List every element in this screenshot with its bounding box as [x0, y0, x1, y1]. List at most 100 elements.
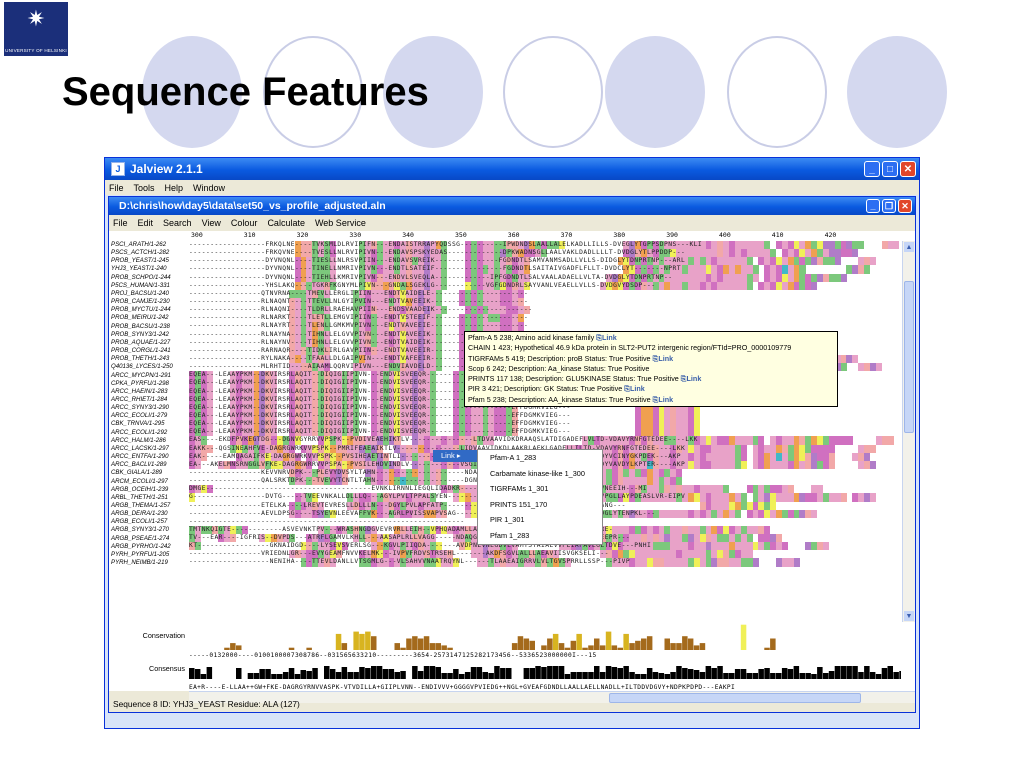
scroll-up-icon[interactable]: ▲ [904, 242, 914, 252]
sequence-id[interactable]: PROB_SCHPO/1-244 [111, 273, 171, 281]
sequence-row[interactable]: -----------------VRIEDNLGR---EVYGEAMFNVV… [189, 550, 901, 559]
sequence-id[interactable]: ARGB_PSEAE/1-274 [111, 534, 170, 542]
sequence-row[interactable]: ------------------FRKQVNE----TVESLLNLRVI… [189, 249, 901, 258]
menu-view[interactable]: View [201, 217, 221, 228]
sequence-row[interactable]: EQEA---LEAAYPKM--DKVIRSRLAQIT--DIQIGIIPI… [189, 428, 901, 437]
sequence-id[interactable]: ARCC_MYCPN/1-291 [111, 371, 171, 379]
sequence-row[interactable]: ------------------YHSLAKQ----TGKRFKGNYML… [189, 281, 901, 290]
menu-file[interactable]: File [109, 182, 124, 193]
sequence-row[interactable]: -----------------RLNAYRT----TLENLLGMKMVP… [189, 322, 901, 331]
sequence-id[interactable]: ARGB_SYNY3/1-270 [111, 526, 169, 534]
sequence-panel[interactable]: ------------------FRKQLNE----TVKSMLDLRVI… [189, 241, 901, 622]
link-submenu-item[interactable]: Pfam-A 1_283 [490, 453, 537, 462]
menu-edit[interactable]: Edit [137, 217, 154, 228]
sequence-id[interactable]: ARCC_HAEIN/1-283 [111, 387, 168, 395]
menu-help[interactable]: Help [164, 182, 184, 193]
sequence-id[interactable]: P5CS_HUMAN/1-331 [111, 281, 170, 289]
sequence-id[interactable]: PROB_MEIRU/1-242 [111, 314, 169, 322]
sequence-id[interactable]: ARCC_ECOLI/1-279 [111, 412, 168, 420]
sequence-id[interactable]: YHJ3_YEAST/1-240 [111, 265, 167, 273]
maximize-button[interactable]: □ [882, 161, 898, 177]
sequence-id[interactable]: PYRH_NEIMB/1-219 [111, 559, 168, 567]
sequence-id[interactable]: PSCI_ARATH/1-262 [111, 241, 167, 248]
sequence-id[interactable]: ARGB_DEIRA/1-230 [111, 510, 168, 518]
sequence-row[interactable]: -----------------KEVVNRVDPK---PLEVYDVSYL… [189, 468, 901, 478]
alignment-minimize-button[interactable]: _ [866, 199, 880, 213]
tooltip-link[interactable]: ⎘Link [652, 353, 674, 363]
link-submenu-item[interactable]: Carbamate kinase-like 1_300 [490, 468, 585, 478]
menu-search[interactable]: Search [163, 217, 192, 228]
sequence-id[interactable]: PROB_SYNY3/1-242 [111, 330, 169, 338]
sequence-id[interactable]: ARCC_ECOLI/1-292 [111, 428, 168, 436]
sequence-id[interactable]: ARCC_BACLI/1-289 [111, 461, 167, 469]
sequence-id[interactable]: ARCC_LACSK/1-297 [111, 444, 169, 452]
minimize-button[interactable]: _ [864, 161, 880, 177]
sequence-id[interactable]: PYRH_PYRFU/1-205 [111, 550, 170, 558]
sequence-row[interactable]: ------------------DYVNQNL----TINELLNMRIV… [189, 265, 901, 274]
sequence-id[interactable]: ARGB_THEMA/1-257 [111, 502, 171, 509]
sequence-row[interactable]: -----------------RLNAQNT----TTEVLLNLGYIP… [189, 297, 901, 307]
sequence-id[interactable]: PROB_CORGL/1-241 [111, 347, 171, 355]
sequence-id[interactable]: CPKA_PYRFU/1-298 [111, 379, 169, 387]
sequence-id[interactable]: ARCC_SYNY3/1-290 [111, 404, 169, 412]
tooltip-link[interactable]: ⎘Link [596, 333, 617, 342]
menu-web-service[interactable]: Web Service [314, 217, 366, 228]
sequence-row[interactable]: EAS----EKDFPVKEGTDG---DGNVGYRRVVPSPK--PV… [189, 436, 901, 445]
alignment-restore-button[interactable]: ❐ [882, 199, 896, 213]
menu-window[interactable]: Window [193, 182, 226, 193]
sequence-id[interactable]: ARBL_THETH/1-251 [111, 493, 168, 501]
menu-tools[interactable]: Tools [133, 182, 155, 193]
sequence-row[interactable]: ------------------DYVNQNL----TIEHLLKMRIV… [189, 273, 901, 282]
sequence-id[interactable]: PROJ_BACSU/1-240 [111, 289, 169, 297]
sequence-row[interactable]: KT-----------------GKNAIDGD----LYSEVSVER… [189, 542, 901, 551]
sequence-id[interactable]: ARGB_PYRHO/1-242 [111, 542, 171, 550]
link-submenu-item[interactable]: PRINTS 151_170 [490, 499, 548, 509]
sequence-row[interactable]: -----------------RLNARKT----TLETLLEMGVIP… [189, 314, 901, 323]
sequence-id[interactable]: ARCM_ECOLI/1-297 [111, 477, 168, 485]
sequence-row[interactable]: EQEA---LEAAYPKM--DKVIRSRLAQIT--DIQIGIIPI… [189, 420, 901, 429]
consensus-bar [253, 673, 260, 679]
vertical-scroll-thumb[interactable] [904, 281, 914, 433]
tooltip-link[interactable]: ⎘Link [652, 394, 674, 404]
menu-calculate[interactable]: Calculate [267, 217, 305, 228]
sequence-id[interactable]: ARCC_RHIET/1-284 [111, 395, 168, 403]
sequence-id[interactable]: PROB_THETH/1-243 [111, 355, 170, 363]
sequence-row[interactable]: -----------------QTNVRNA----TMEVLLERGLIP… [189, 289, 901, 298]
sequence-row[interactable]: -------------------NENIHA----TTEVLDANLLV… [189, 558, 901, 567]
close-button[interactable]: ✕ [900, 161, 916, 177]
sequence-row[interactable]: EQEA---LEAAYPKM--DKVIRSRLAQIT--DIQIGIIPI… [189, 403, 901, 412]
menu-colour[interactable]: Colour [230, 217, 258, 228]
horizontal-scrollbar[interactable] [189, 691, 915, 703]
sequence-id[interactable]: ARCC_ENTFA/1-290 [111, 453, 169, 461]
sequence-id[interactable]: PROB_CAMJE/1-230 [111, 298, 170, 306]
sequence-id[interactable]: ARGB_ECOLI/1-257 [111, 518, 168, 526]
sequence-row[interactable]: ------------------FRKQLNE----TVKSMLDLRVI… [189, 241, 901, 250]
link-submenu-item[interactable]: PIR 1_301 [490, 515, 525, 524]
alignment-close-button[interactable]: ✕ [898, 199, 912, 213]
vertical-scrollbar[interactable]: ▲ ▼ [902, 241, 915, 622]
sequence-id[interactable]: PROB_MYCTU/1-244 [111, 306, 171, 314]
menu-file[interactable]: File [113, 217, 128, 228]
sequence-id[interactable]: CBK_GIALA/1-289 [111, 469, 163, 477]
sequence-id[interactable]: PROB_YEAST/1-245 [111, 257, 169, 265]
sequence-id[interactable]: ARCC_HALM/1-286 [111, 436, 166, 444]
sequence-row[interactable]: ------------------DYVNQNL----TIESLLNLRSV… [189, 257, 901, 266]
link-menu-item[interactable]: Link ▸ [433, 450, 477, 462]
link-submenu-item[interactable]: TIGRFAMs 1_301 [490, 484, 549, 493]
sequence-row[interactable]: EQEA---LEAAYPKM--DKVIRSRLAQIT--DIQIGIIPI… [189, 411, 901, 421]
sequence-id[interactable]: ARGB_OCEIH/1-239 [111, 485, 169, 493]
tooltip-link[interactable]: ⎘Link [680, 374, 702, 384]
sequence-id[interactable]: PROB_BACSU/1-238 [111, 322, 170, 330]
scroll-down-icon[interactable]: ▼ [904, 611, 914, 621]
sequence-id[interactable]: CBK_TRNVA/1-295 [111, 420, 165, 428]
sequence-id[interactable]: PSCS_ACTCH/1-282 [111, 249, 170, 257]
sequence-id[interactable]: PROB_AQUAE/1-227 [111, 338, 171, 346]
link-submenu-item[interactable]: Pfam 1_283 [490, 530, 530, 540]
sequence-row[interactable]: ----------------------------------------… [189, 518, 901, 526]
sequence-row[interactable]: -----------------RLNAQNI----TLDRLLRAEHAV… [189, 306, 901, 315]
tooltip-link[interactable]: ⎘Link [624, 384, 645, 394]
sequence-id[interactable]: Q40136_LYCES/1-250 [111, 363, 173, 371]
sequence-row[interactable]: EAKK---QGSINEAHFVE-DAGRGWRKVVPSPK--PMRIF… [189, 444, 901, 453]
horizontal-scroll-thumb[interactable] [609, 693, 861, 703]
